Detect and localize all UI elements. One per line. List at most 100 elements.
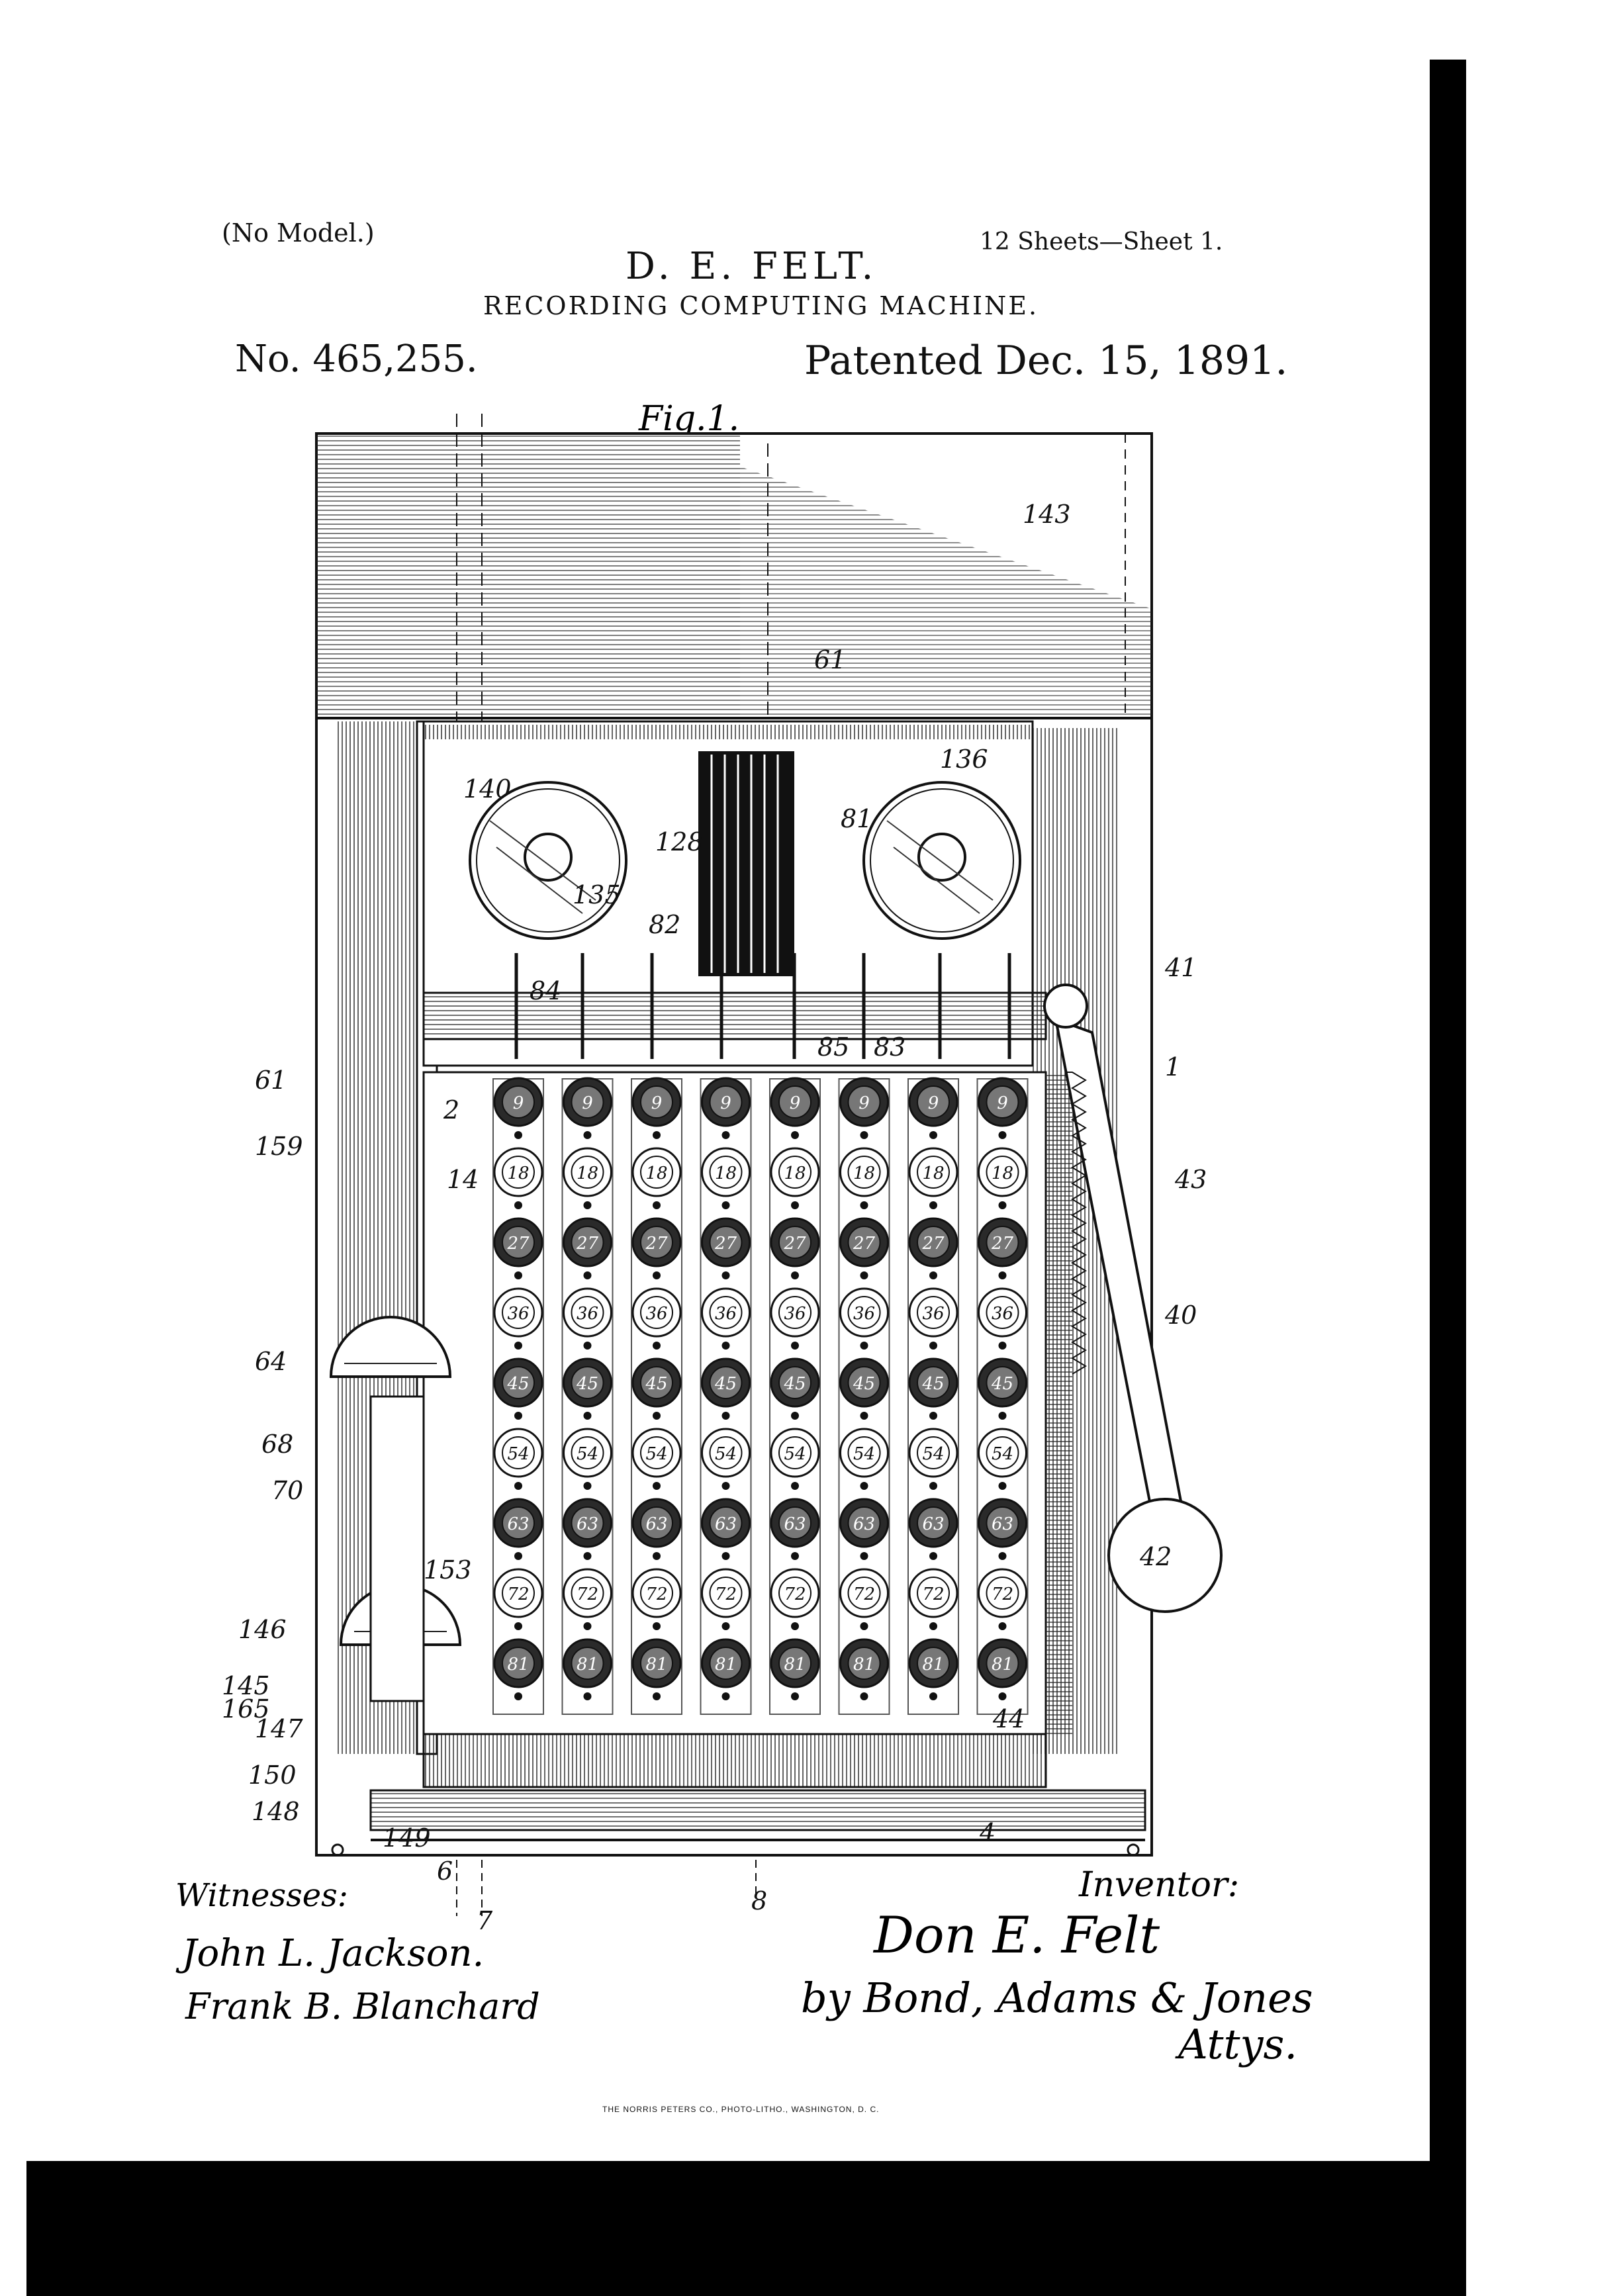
key: 9 [701,1077,751,1139]
key-face [709,1506,743,1539]
key-face [571,1226,604,1259]
key-stem [860,1342,868,1350]
reference-numeral: 159 [255,1132,303,1161]
key-face [709,1085,743,1119]
ribbon-spool-right [862,781,1021,940]
key-number: 9 [858,1093,870,1113]
key: 9 [563,1077,612,1139]
key: 9 [839,1077,889,1139]
key: 27 [978,1217,1027,1279]
key: 54 [563,1428,612,1490]
key: 54 [978,1428,1027,1490]
key-face [986,1577,1019,1610]
key-stem [929,1482,937,1490]
key: 27 [563,1217,612,1279]
key-number: 72 [507,1584,529,1604]
key: 81 [770,1638,820,1700]
key-face [640,1156,673,1189]
key-number: 45 [921,1374,944,1394]
key: 63 [701,1498,751,1560]
key-number: 72 [992,1584,1013,1604]
key-face [847,1506,881,1539]
ribbon-guide-lines [710,755,779,973]
key: 9 [631,1077,682,1139]
rock-shaft [422,991,1047,1040]
key-stem [929,1201,937,1209]
key-stem [791,1131,799,1139]
key-face [571,1506,604,1539]
return-spring [1066,1072,1087,1375]
key-number: 36 [992,1304,1013,1324]
key-stem [721,1482,730,1490]
key-face [847,1226,881,1259]
key-number: 9 [720,1093,731,1113]
keyboard-spring-housing [1046,1072,1072,1734]
key-number: 45 [783,1374,806,1394]
key-stem [860,1692,868,1700]
reference-numeral: 4 [979,1818,996,1847]
key-face [640,1296,673,1329]
key: 81 [839,1638,889,1700]
key-stem [998,1482,1007,1490]
key-face [847,1366,881,1399]
key-number: 45 [576,1374,598,1394]
reference-numeral: 136 [940,745,988,774]
key-number: 54 [853,1444,875,1464]
key: 63 [770,1498,820,1560]
key-stem [653,1342,661,1350]
key-face [778,1296,812,1329]
reference-numeral: 128 [655,827,704,856]
key-stem [721,1342,730,1350]
key-stem [998,1271,1007,1279]
key-stem [514,1342,522,1350]
reference-numeral: 41 [1164,953,1197,982]
key-stem [998,1131,1007,1139]
key-number: 36 [577,1304,598,1324]
screw-right [1127,1843,1140,1857]
key-stem [791,1271,799,1279]
reference-numeral: 135 [573,880,621,909]
key-stem [583,1271,592,1279]
key-stem [721,1201,730,1209]
key-face [640,1226,673,1259]
key-stem [583,1692,592,1700]
key-face [986,1366,1019,1399]
reference-numeral: 44 [992,1704,1025,1733]
reference-numeral: 147 [255,1714,303,1743]
attorney-signature: by Bond, Adams & Jones [801,1974,1313,2022]
key-face [709,1296,743,1329]
key-face [917,1296,950,1329]
key: 81 [563,1638,612,1700]
key-number: 27 [853,1234,876,1254]
key: 63 [908,1498,958,1560]
key-stem [860,1482,868,1490]
key: 36 [839,1287,889,1350]
key: 18 [908,1147,958,1209]
key: 81 [978,1638,1027,1700]
key-face [502,1156,535,1189]
patent-number: No. 465,255. [235,338,478,381]
key-stem [514,1622,522,1630]
key-stem [929,1131,937,1139]
key: 36 [493,1287,543,1350]
key-number: 9 [790,1093,801,1113]
reference-numeral: 146 [238,1615,287,1644]
key-number: 54 [715,1444,737,1464]
key: 27 [631,1217,682,1279]
key: 9 [978,1077,1027,1139]
key-face [986,1647,1019,1680]
key-number: 9 [582,1093,593,1113]
key: 45 [908,1357,958,1420]
key-number: 9 [997,1093,1008,1113]
key: 81 [908,1638,958,1700]
key-stem [929,1622,937,1630]
key-number: 27 [645,1234,668,1254]
key-face [709,1436,743,1469]
reference-numeral: 148 [252,1797,300,1826]
key-face [917,1366,950,1399]
key-number: 27 [576,1234,599,1254]
key-stem [860,1412,868,1420]
inventor-name: D. E. FELT. [626,245,878,288]
key-number: 9 [651,1093,663,1113]
reference-numeral: 64 [255,1347,287,1376]
